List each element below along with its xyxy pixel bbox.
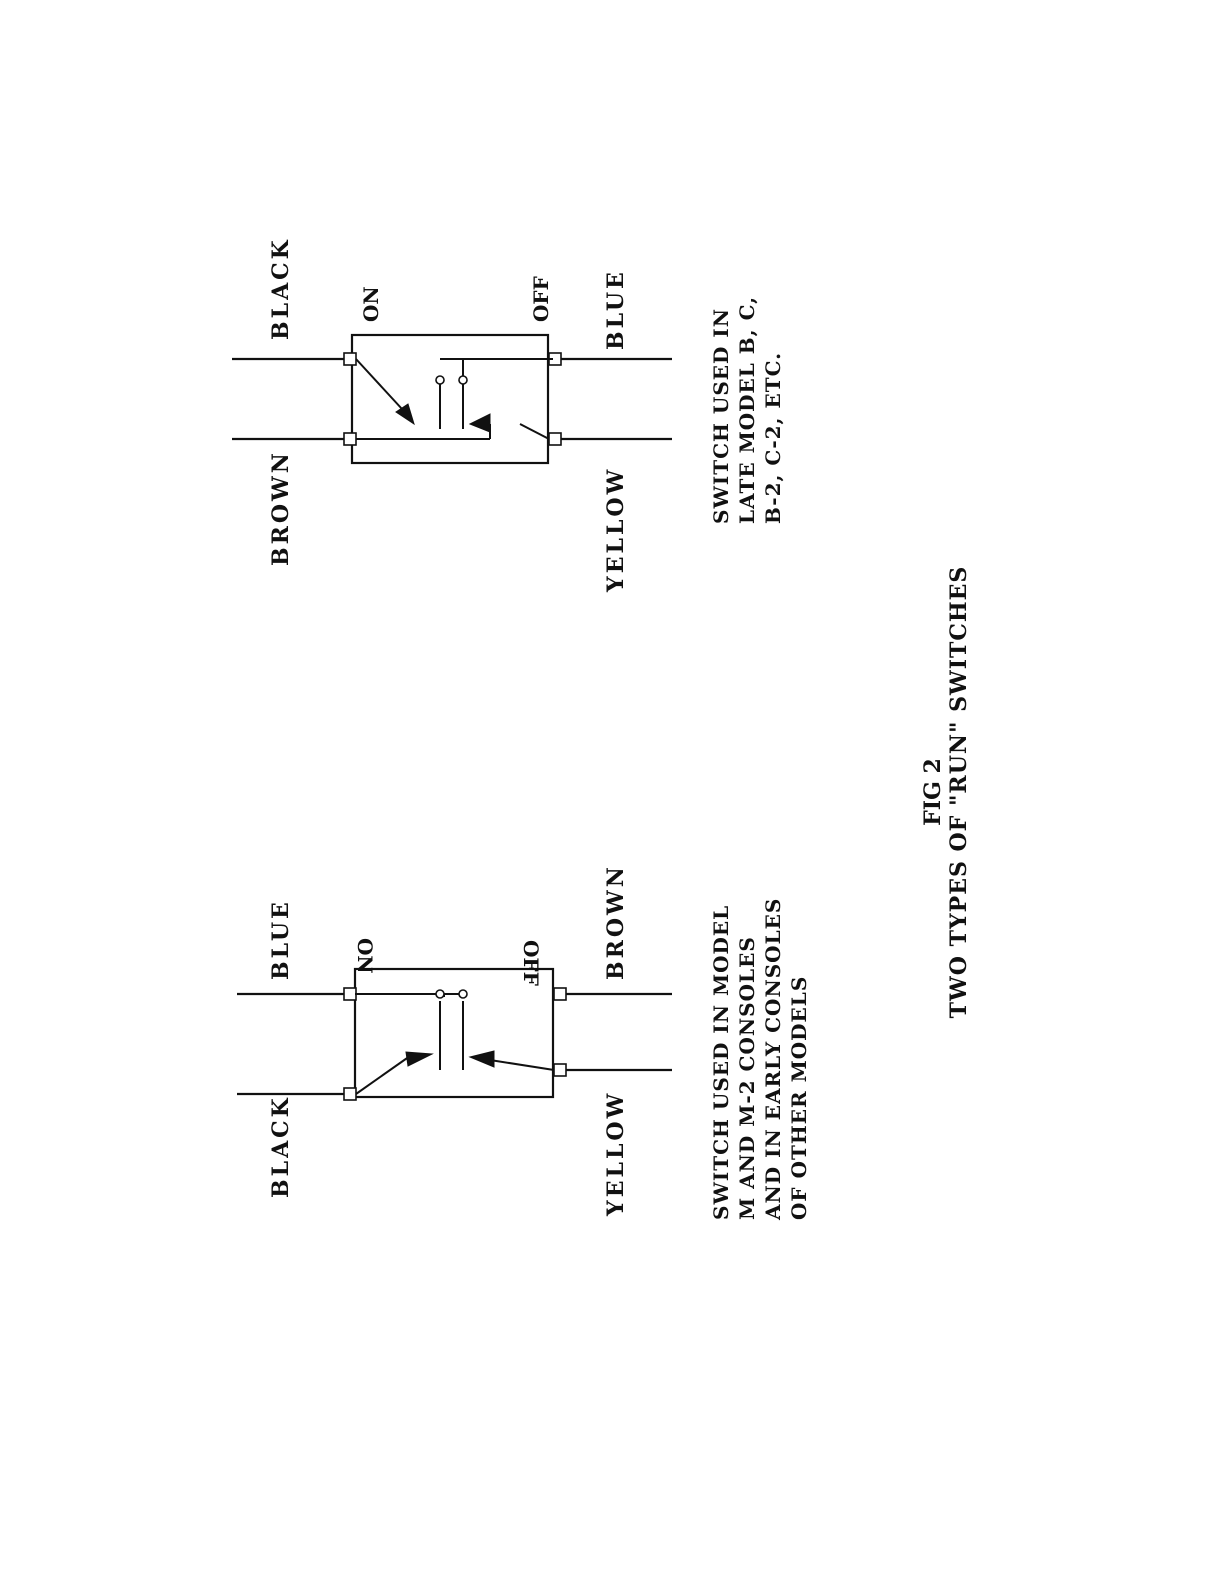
pivot: [459, 376, 467, 384]
terminal: [344, 433, 356, 445]
blade: [520, 424, 549, 439]
label-on: ON: [353, 938, 377, 974]
label-brown: BROWN: [603, 864, 629, 980]
label-black: BLACK: [268, 237, 294, 340]
arrow-head: [396, 404, 414, 424]
arrow-head: [406, 1052, 432, 1066]
label-off: OFF: [529, 276, 553, 322]
label-black: BLACK: [268, 1095, 294, 1198]
rotated-figure: BLACK BLUE YELLOW BROWN ON OFF SWITCH US…: [232, 237, 972, 1221]
switch-body: [352, 335, 548, 463]
pivot: [436, 376, 444, 384]
blade: [490, 1060, 554, 1070]
caption-line: OF OTHER MODELS: [787, 976, 811, 1220]
terminal: [554, 988, 566, 1000]
caption-left: SWITCH USED IN MODEL M AND M-2 CONSOLES …: [709, 890, 811, 1221]
figure-title: TWO TYPES OF "RUN" SWITCHES: [946, 566, 972, 1019]
caption-line: SWITCH USED IN: [709, 308, 733, 524]
terminal: [344, 988, 356, 1000]
terminal: [344, 1088, 356, 1100]
switch-right: BROWN BLACK YELLOW BLUE ON OFF SWITCH US…: [232, 237, 785, 593]
terminal: [554, 1064, 566, 1076]
caption-right: SWITCH USED IN LATE MODEL B, C, B-2, C-2…: [709, 288, 785, 524]
switch-left: BLACK BLUE YELLOW BROWN ON OFF SWITCH US…: [237, 864, 811, 1221]
label-blue: BLUE: [268, 899, 294, 980]
label-yellow: YELLOW: [603, 1091, 629, 1217]
label-brown: BROWN: [268, 450, 294, 566]
arrow-head: [470, 414, 490, 432]
caption-line: LATE MODEL B, C,: [735, 296, 759, 524]
pivot: [459, 990, 467, 998]
label-yellow: YELLOW: [603, 467, 629, 593]
caption-line: SWITCH USED IN MODEL: [709, 905, 733, 1220]
blade: [356, 1056, 410, 1094]
label-on: ON: [359, 286, 383, 322]
blade: [356, 359, 402, 409]
figure-number: FIG 2: [920, 758, 946, 826]
switch-body: [355, 969, 553, 1097]
caption-line: B-2, C-2, ETC.: [761, 352, 785, 524]
label-blue: BLUE: [603, 269, 629, 350]
label-off: OFF: [519, 940, 543, 986]
caption-line: AND IN EARLY CONSOLES: [761, 898, 785, 1221]
terminal: [344, 353, 356, 365]
caption-line: M AND M-2 CONSOLES: [735, 936, 759, 1220]
arrow-head: [470, 1051, 494, 1067]
pivot: [436, 990, 444, 998]
terminal: [549, 433, 561, 445]
